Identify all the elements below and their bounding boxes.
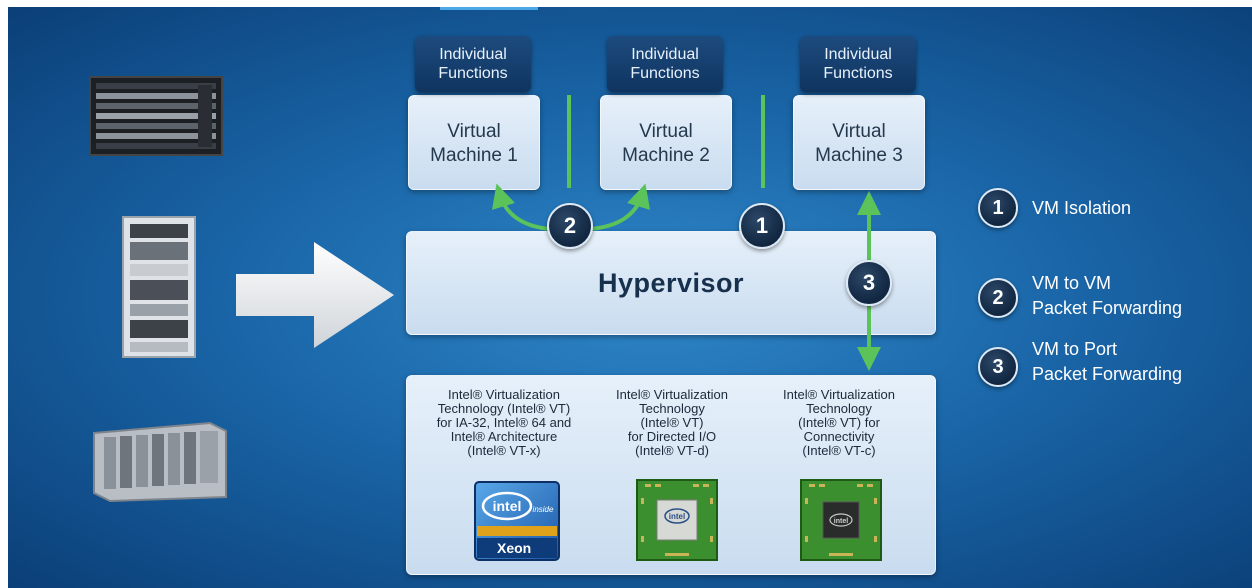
svg-text:intel: intel: [493, 498, 522, 514]
vm-label: Virtual Machine 2: [622, 121, 710, 166]
vm-to-vm-badge: 2: [547, 203, 593, 249]
virtual-machine-3: Virtual Machine 3: [793, 95, 925, 190]
vt-d-description: Intel® Virtualization Technology (Intel®…: [616, 387, 728, 458]
vm-isolation-badge: 1: [739, 203, 785, 249]
vm-label: Virtual Machine 1: [430, 121, 518, 166]
vt-x-description: Intel® Virtualization Technology (Intel®…: [436, 387, 572, 458]
top-accent-line: [440, 7, 538, 10]
hypervisor-label: Hypervisor: [597, 268, 745, 298]
vm-to-vm-arrow-left: [491, 183, 552, 231]
legend-badge: 3: [978, 347, 1018, 387]
individual-functions-tab-3: Individual Functions: [800, 36, 916, 92]
individual-functions-tab-2: Individual Functions: [607, 36, 723, 92]
cabinet-icon: [122, 216, 196, 358]
technology-panel: Intel® Virtualization Technology (Intel®…: [406, 375, 936, 575]
svg-text:intel: intel: [669, 512, 685, 521]
vm-label: Virtual Machine 3: [815, 121, 903, 166]
legend-label: VM Isolation: [1032, 198, 1132, 218]
rack-chassis-icon: [89, 76, 223, 156]
svg-text:Xeon: Xeon: [497, 540, 531, 556]
individual-functions-tab-1: Individual Functions: [415, 36, 531, 92]
vt-c-description: Intel® Virtualization Technology (Intel®…: [783, 387, 895, 458]
legend-label: VM to Port Packet Forwarding: [1032, 339, 1183, 384]
svg-text:intel: intel: [834, 518, 848, 525]
vt-d-chip-icon: intel: [636, 479, 718, 561]
legend-label: VM to VM Packet Forwarding: [1032, 273, 1183, 318]
xeon-chip-icon: intel inside Xeon: [474, 481, 560, 561]
svg-text:inside: inside: [533, 505, 554, 514]
virtual-machine-1: Virtual Machine 1: [408, 95, 540, 190]
right-arrow-icon: [236, 242, 394, 348]
legend-badge: 1: [978, 188, 1018, 228]
vm-to-port-badge: 3: [846, 260, 892, 306]
diagram-canvas: Hypervisor Virtual Machine 1 Virtual Mac…: [8, 7, 1252, 588]
legend-badge: 2: [978, 278, 1018, 318]
virtual-machine-2: Virtual Machine 2: [600, 95, 732, 190]
blade-server-icon: [93, 421, 227, 503]
vt-c-chip-icon: intel: [800, 479, 882, 561]
vm-to-vm-arrow-right: [588, 183, 651, 231]
